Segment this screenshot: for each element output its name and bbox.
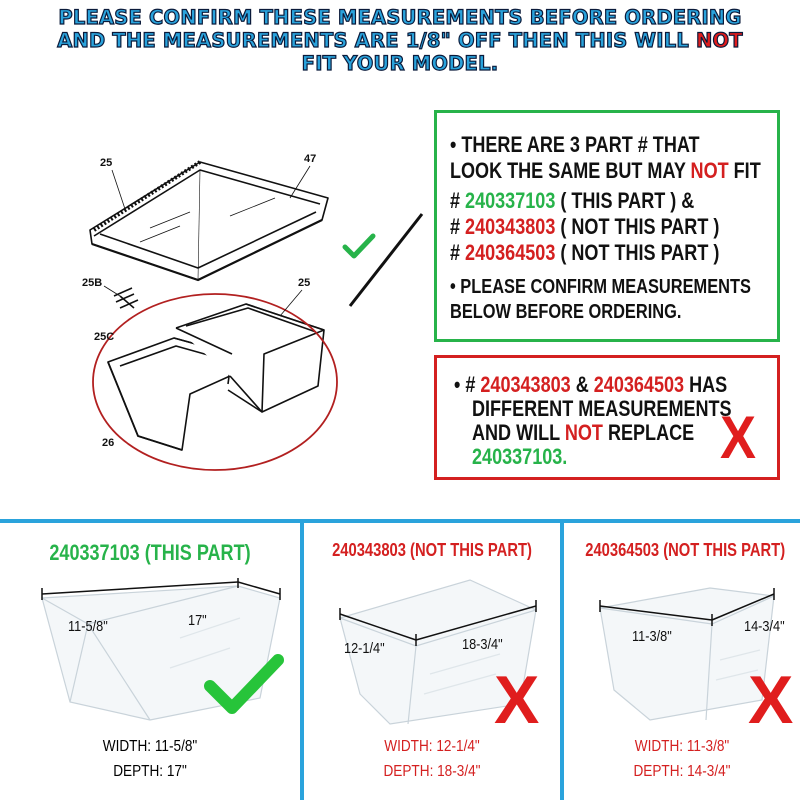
warning-line-2: DIFFERENT MEASUREMENTS	[472, 396, 732, 421]
notice-not-word: NOT	[690, 158, 729, 183]
col2-title: 240343803 (NOT THIS PART)	[332, 540, 532, 560]
header-line-1: PLEASE CONFIRM THESE MEASUREMENTS BEFORE…	[58, 5, 742, 29]
col2-x-mark-icon: X	[494, 662, 540, 738]
header-banner: PLEASE CONFIRM THESE MEASUREMENTS BEFORE…	[0, 5, 800, 75]
section-divider-horizontal	[0, 519, 800, 523]
warning-line-1: • # 240343803 & 240364503 HAS	[454, 372, 727, 398]
callout-25c: 25C	[94, 331, 114, 343]
confirm-line-2: BELOW BEFORE ORDERING.	[450, 301, 682, 323]
col3-depth-dimension: 14-3/4"	[744, 618, 785, 635]
part-row-this-hash: #	[450, 188, 466, 213]
incompatibility-warning-box	[434, 355, 780, 480]
col2-width-dimension: 12-1/4"	[344, 640, 385, 657]
part-row-not-2-hash: #	[450, 240, 466, 265]
bullet-dot-icon: •	[450, 132, 462, 157]
confirm-line-1: • PLEASE CONFIRM MEASUREMENTS	[450, 275, 751, 299]
notice-line-2-post: FIT	[728, 158, 761, 183]
col3-title: 240364503 (NOT THIS PART)	[585, 540, 786, 560]
col3-drawer-photo	[599, 587, 775, 721]
notice-line-1-text: THERE ARE 3 PART # THAT	[461, 132, 700, 157]
header-line-3: FIT YOUR MODEL.	[301, 51, 499, 75]
col1-depth-dimension: 17"	[188, 612, 207, 629]
callout-25-top: 25	[100, 157, 112, 169]
part-row-not-2-note: ( NOT THIS PART )	[555, 240, 720, 265]
callout-25-right: 25	[298, 277, 310, 289]
warning-part-240364503: 240364503	[593, 372, 685, 397]
confirm-line-1-text: PLEASE CONFIRM MEASUREMENTS	[460, 276, 751, 298]
x-mark-icon: X	[720, 404, 757, 471]
part-row-not-2: # 240364503 ( NOT THIS PART )	[450, 240, 719, 266]
column-divider-2	[560, 521, 564, 800]
crisper-drawer-diagram: 25 47 25B 25 25C 26	[82, 153, 338, 471]
divider-slash-icon	[348, 213, 424, 307]
part-row-this: # 240337103 ( THIS PART ) &	[450, 188, 694, 214]
col1-check-mark-icon	[204, 654, 284, 714]
col3-spec-depth: DEPTH: 14-3/4"	[633, 763, 731, 780]
col3-x-mark-icon: X	[748, 662, 794, 738]
part-row-this-note: ( THIS PART ) &	[555, 188, 695, 213]
warning-hash: #	[465, 372, 481, 397]
bullet-dot-icon: •	[454, 372, 466, 397]
header-line-2-text: AND THE MEASUREMENTS ARE 1/8" OFF THEN T…	[57, 28, 696, 52]
check-mark-icon	[342, 233, 376, 259]
col3-width-dimension: 11-3/8"	[632, 628, 672, 645]
part-row-not-1-hash: #	[450, 214, 466, 239]
part-number-240343803: 240343803	[465, 214, 556, 239]
warning-part-240343803: 240343803	[480, 372, 571, 397]
col2-depth-dimension: 18-3/4"	[462, 636, 503, 653]
callout-47: 47	[304, 153, 316, 165]
col1-width-dimension: 11-5/8"	[68, 618, 108, 635]
col2-drawer-photo	[339, 579, 537, 725]
warning-line-3: AND WILL NOT REPLACE	[472, 420, 694, 446]
part-row-not-1: # 240343803 ( NOT THIS PART )	[450, 214, 719, 240]
part-row-not-1-note: ( NOT THIS PART )	[555, 214, 720, 239]
compatibility-notice-box	[434, 110, 780, 342]
warning-line-4: 240337103.	[472, 444, 568, 469]
header-not-warning: NOT	[695, 28, 743, 52]
col1-spec-depth: DEPTH: 17"	[113, 763, 187, 780]
warning-has: HAS	[684, 372, 728, 397]
warning-line-3-post: REPLACE	[602, 420, 695, 445]
col1-spec-width: WIDTH: 11-5/8"	[102, 738, 198, 755]
notice-line-1: • THERE ARE 3 PART # THAT	[450, 132, 700, 158]
col1-title: 240337103 (THIS PART)	[49, 540, 251, 565]
col2-spec-depth: DEPTH: 18-3/4"	[383, 763, 481, 780]
notice-line-2-pre: LOOK THE SAME BUT MAY	[450, 158, 691, 183]
col3-spec-width: WIDTH: 11-3/8"	[634, 738, 730, 755]
notice-line-2: LOOK THE SAME BUT MAY NOT FIT	[450, 158, 761, 184]
bullet-dot-icon: •	[450, 276, 461, 298]
col2-spec-width: WIDTH: 12-1/4"	[384, 738, 480, 755]
warning-line-3-pre: AND WILL	[472, 420, 565, 445]
column-divider-1	[300, 521, 304, 800]
warning-not-word: NOT	[564, 420, 603, 445]
callout-26: 26	[102, 437, 114, 449]
warning-amp: &	[570, 372, 594, 397]
part-number-240364503: 240364503	[465, 240, 556, 265]
callout-25b: 25B	[82, 277, 102, 289]
header-line-2: AND THE MEASUREMENTS ARE 1/8" OFF THEN T…	[0, 28, 800, 52]
part-number-240337103: 240337103	[465, 188, 556, 213]
col1-drawer-photo	[41, 578, 281, 721]
